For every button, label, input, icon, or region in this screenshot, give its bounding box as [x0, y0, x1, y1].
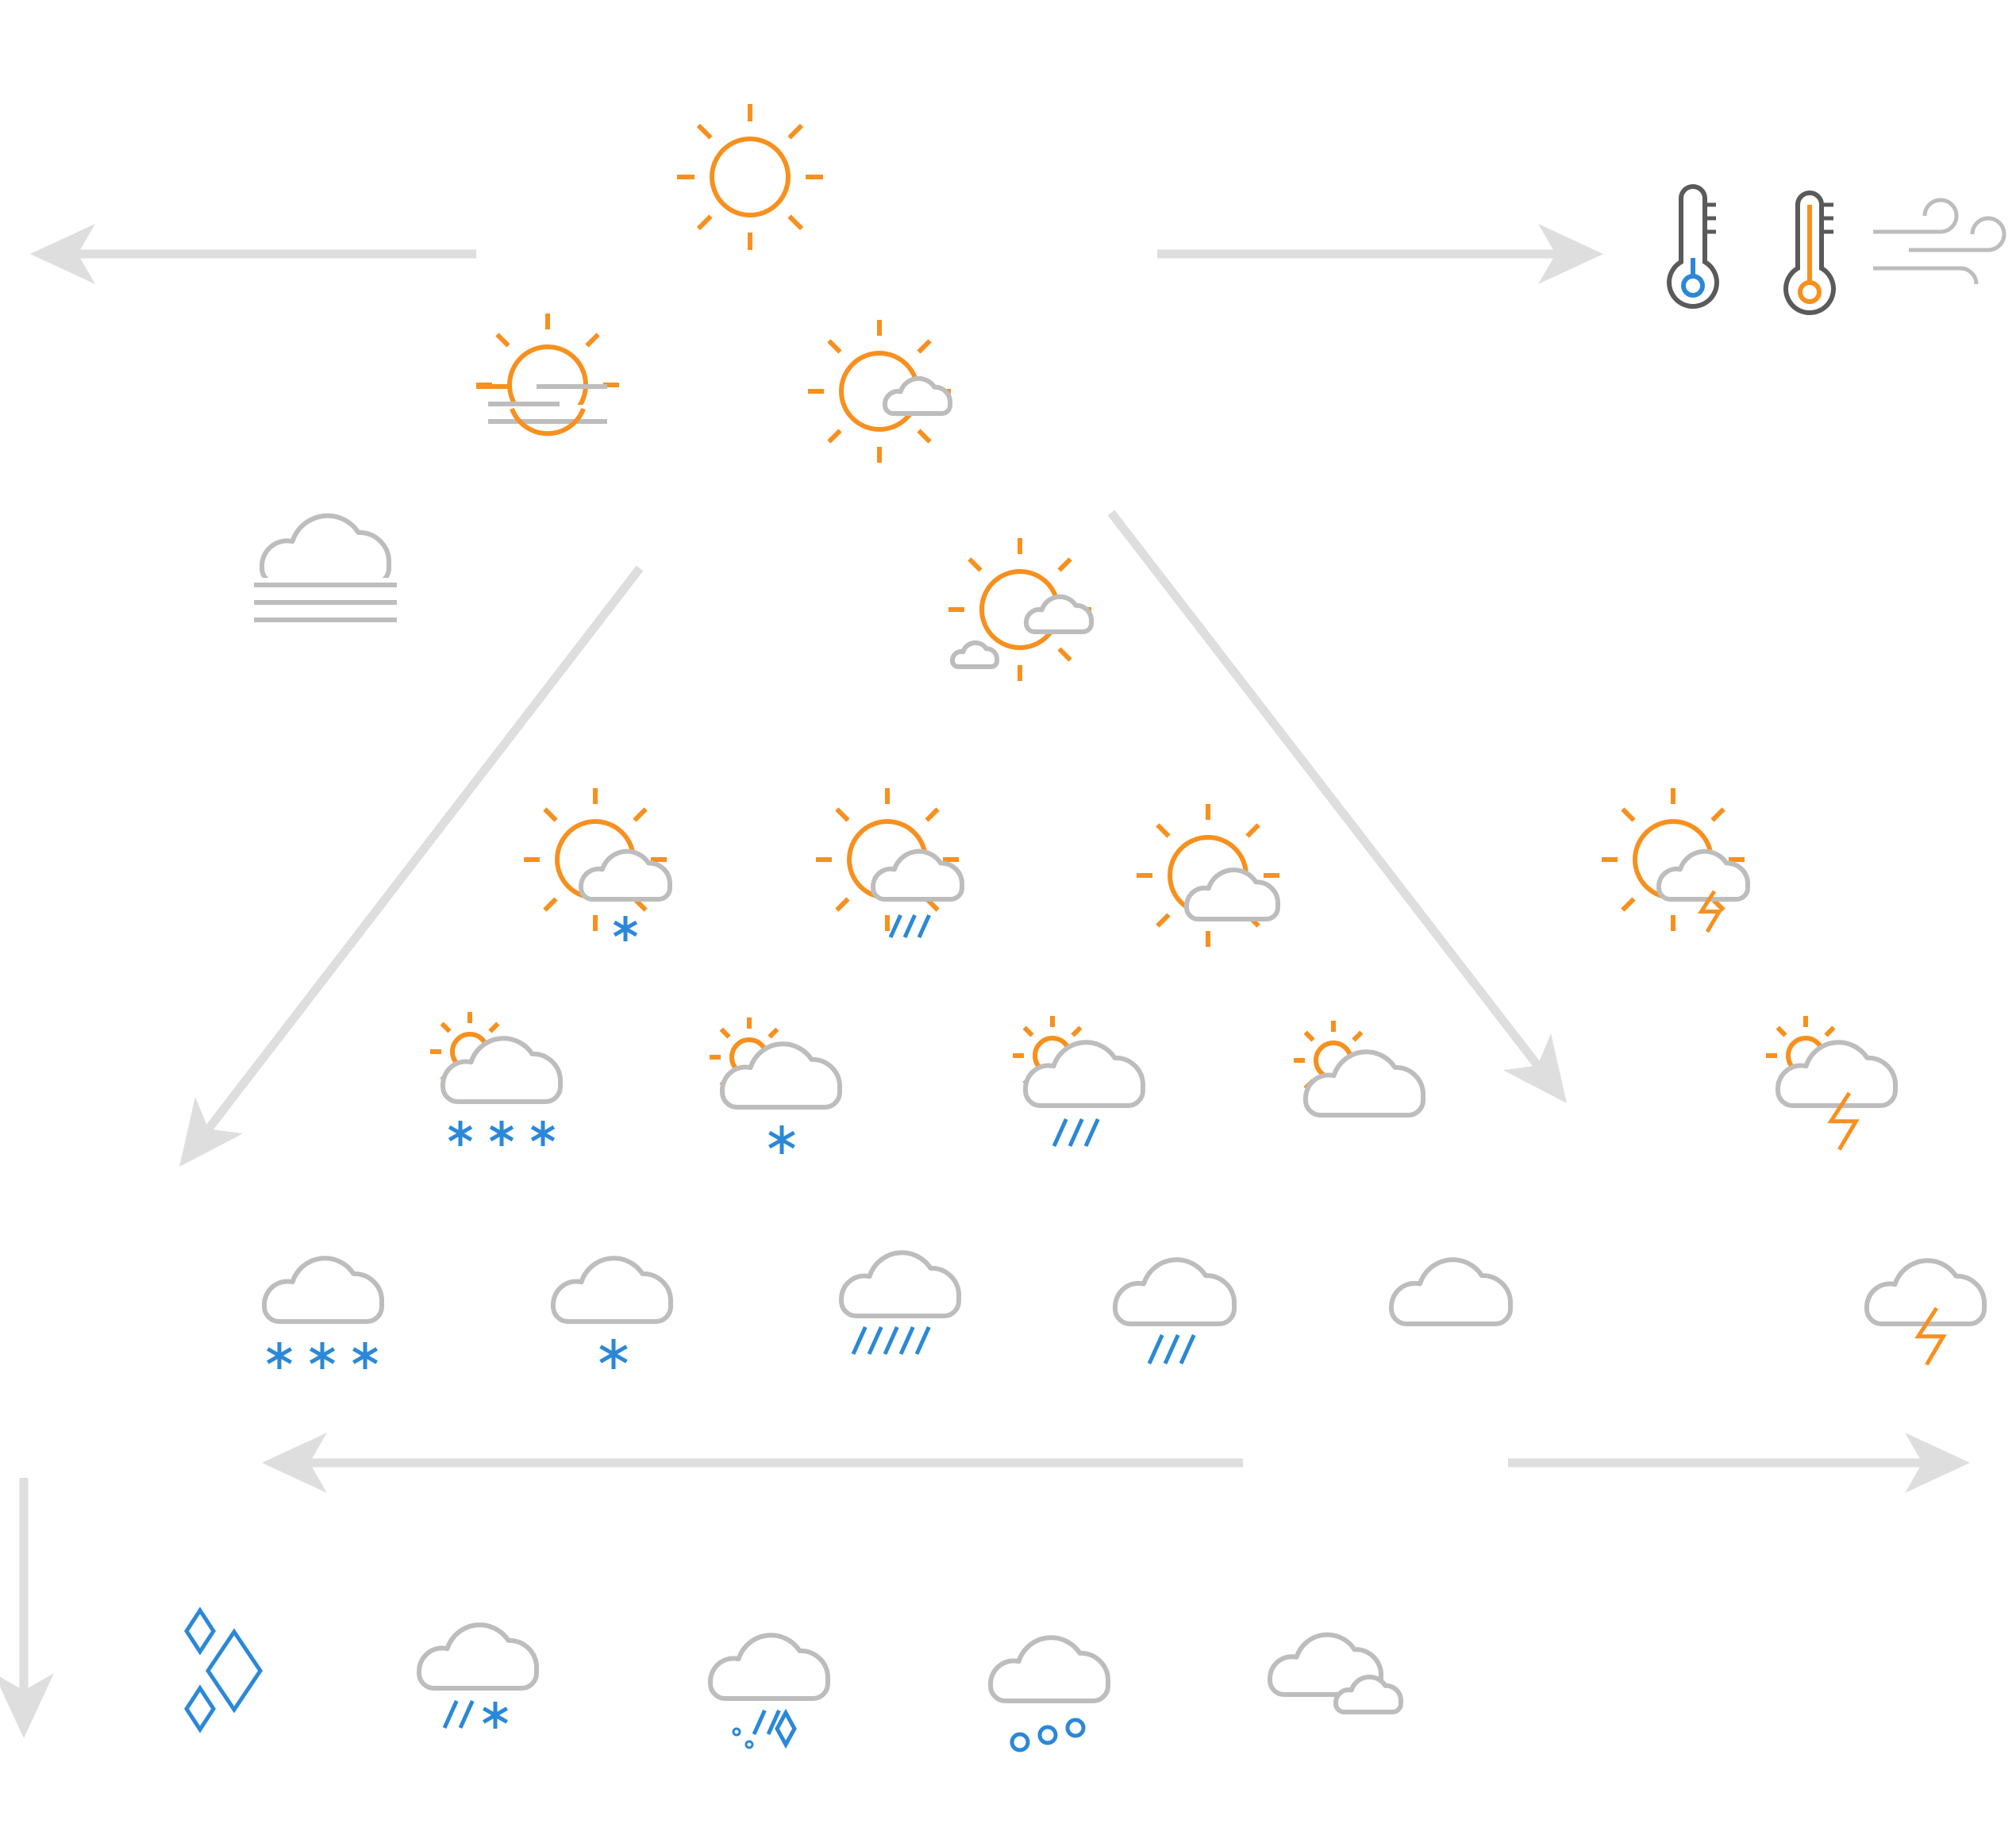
arrow-left-top — [30, 224, 476, 284]
cloud-freezing-rain-icon — [708, 1633, 830, 1749]
small-sun-cloud-thunder-icon — [1766, 1016, 1898, 1151]
thermometer-cold-icon — [1667, 184, 1719, 309]
sun-cloud-thunder-icon — [1602, 788, 1750, 933]
arrow-right-bottom — [1508, 1433, 1970, 1493]
arrow-left-bottom — [262, 1433, 1243, 1493]
two-clouds-icon — [1268, 1632, 1403, 1714]
icons-layer — [184, 104, 2006, 1752]
small-sun-cloud-rain-icon — [1013, 1016, 1145, 1148]
arrow-diagonal-right — [1107, 510, 1567, 1103]
sun-small-cloud-icon — [808, 320, 952, 463]
cloud-snow-icon — [551, 1256, 673, 1369]
cloud-heavy-rain-icon — [839, 1250, 961, 1356]
cloud-hail-icon — [988, 1635, 1110, 1752]
sun-cloud-rain-icon — [816, 788, 964, 939]
arrow-right-top — [1157, 224, 1603, 284]
cloud-thunder-icon — [1864, 1258, 1987, 1366]
small-sun-cloud-snow-icon — [710, 1018, 842, 1154]
sun-cloud-icon — [1137, 804, 1280, 947]
cloud-icon — [1389, 1257, 1513, 1326]
sun-two-clouds-icon — [948, 538, 1094, 681]
arrows-layer — [0, 224, 1970, 1738]
sun-fog-icon — [476, 314, 619, 460]
small-sun-cloud-heavy-snow-icon — [430, 1012, 563, 1146]
small-sun-cloud-icon — [1294, 1021, 1425, 1118]
sun-icon — [677, 104, 823, 250]
arrow-down — [0, 1478, 54, 1738]
ice-icon — [184, 1606, 264, 1733]
cloud-sleet-icon — [417, 1622, 539, 1729]
thermometer-hot-icon — [1783, 190, 1836, 315]
wind-icon — [1873, 198, 2006, 285]
cloud-rain-icon — [1113, 1257, 1237, 1365]
cloud-heavy-snow-icon — [262, 1256, 384, 1369]
fog-cloud-icon — [254, 513, 397, 625]
arrow-diagonal-left — [179, 565, 644, 1167]
sun-cloud-snow-icon — [524, 788, 672, 941]
